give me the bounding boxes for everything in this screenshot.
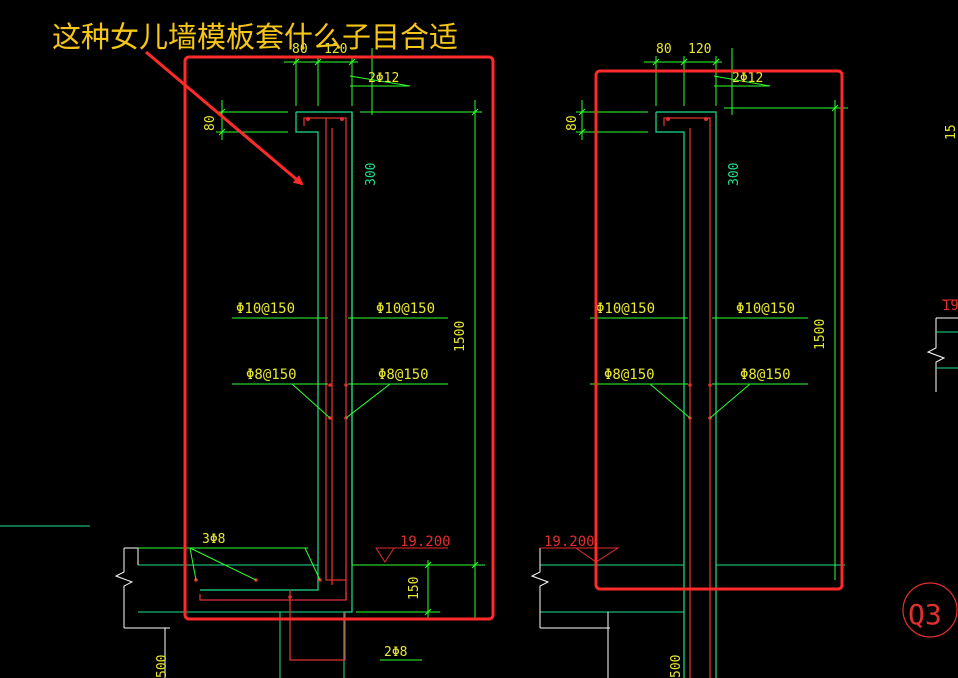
- right-elevation-label: 19.200: [544, 534, 595, 550]
- edge-elevation-partial: 19.: [942, 298, 958, 314]
- right-dim-80-top: 80: [656, 42, 672, 57]
- left-top-bars-label: 2Φ12: [368, 71, 399, 86]
- left-dim-80-top: 80: [292, 42, 308, 57]
- right-break-symbol: [530, 548, 550, 628]
- right-parapet-outline: [655, 111, 717, 678]
- right-dim-120-top: 120: [688, 42, 711, 57]
- right-dim-80-side: 80: [565, 115, 580, 131]
- section-label-circle: [902, 582, 958, 638]
- red-arrow-annotation: [145, 50, 304, 186]
- right-vert-rebar-right: Φ8@150: [740, 367, 791, 383]
- left-dim-120-top: 120: [324, 42, 347, 57]
- left-horiz-rebar-right: Φ10@150: [376, 301, 435, 317]
- right-dim-500: 500: [669, 655, 684, 678]
- question-annotation: 这种女儿墙模板套什么子目合适: [52, 20, 459, 54]
- left-horiz-rebar-left: Φ10@150: [236, 301, 295, 317]
- left-break-symbol: [114, 548, 134, 628]
- right-horiz-rebar-right: Φ10@150: [736, 301, 795, 317]
- right-dim-1500: 1500: [813, 319, 828, 350]
- left-bottom-2bars-label: 2Φ8: [384, 645, 407, 660]
- right-rebar: [663, 117, 711, 678]
- right-dim-300: 300: [727, 163, 742, 186]
- right-parapet-detail: [530, 48, 848, 678]
- left-elevation-label: 19.200: [400, 534, 451, 550]
- left-dimensions: [138, 48, 485, 661]
- left-parapet-detail: [114, 48, 485, 678]
- left-vert-rebar-left: Φ8@150: [246, 367, 297, 383]
- right-top-bars-label: 2Φ12: [732, 71, 763, 86]
- section-label-text: Q3: [908, 598, 942, 631]
- left-dim-500: 500: [155, 655, 170, 678]
- right-dimensions: [576, 48, 848, 580]
- right-highlight-frame: [594, 69, 844, 591]
- left-dim-150: 150: [407, 577, 422, 600]
- edge-partial-detail: [0, 299, 958, 638]
- left-vert-rebar-right: Φ8@150: [378, 367, 429, 383]
- left-dim-80-side: 80: [203, 115, 218, 131]
- left-dim-1500: 1500: [453, 321, 468, 352]
- left-dim-300: 300: [364, 163, 379, 186]
- edge-dim-partial: 15: [944, 124, 958, 140]
- left-highlight-frame: [183, 55, 495, 621]
- left-bottom-bars-label: 3Φ8: [202, 532, 225, 547]
- right-horiz-rebar-left: Φ10@150: [596, 301, 655, 317]
- left-rebar: [199, 117, 347, 661]
- right-vert-rebar-left: Φ8@150: [604, 367, 655, 383]
